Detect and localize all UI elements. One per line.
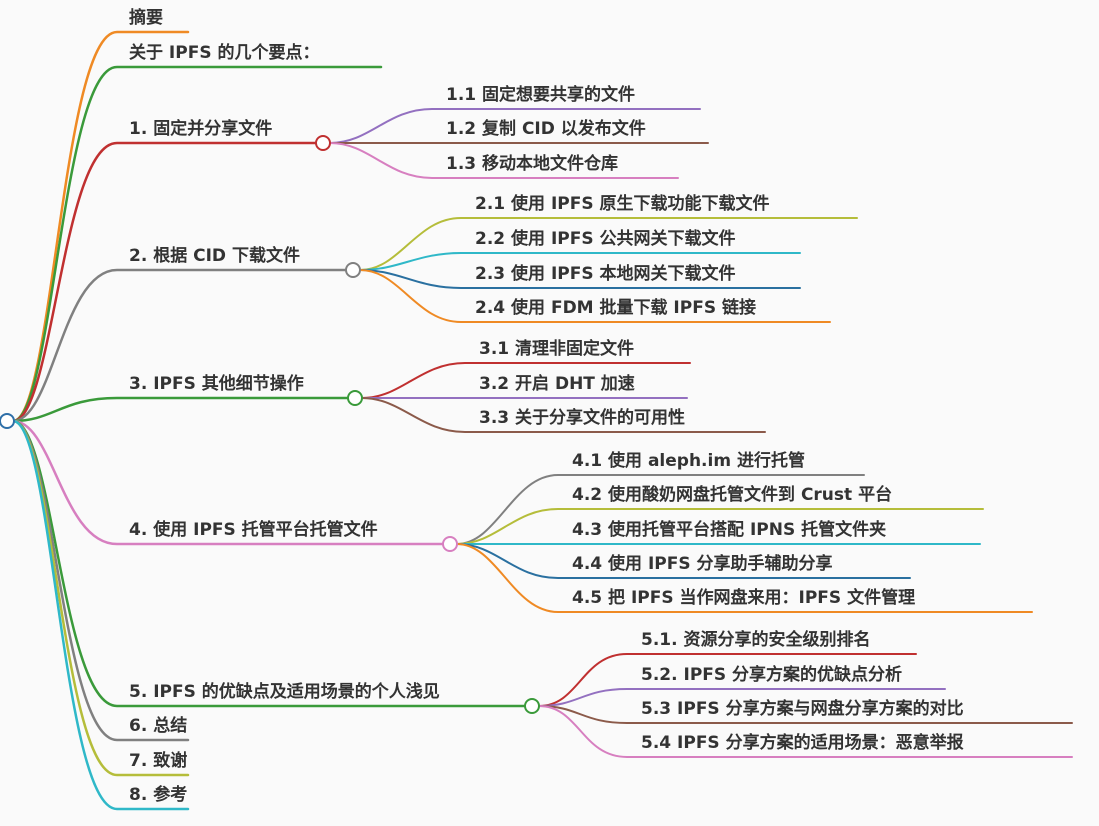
subtopic-node-n6-0[interactable]: 5.1. 资源分享的安全级别排名 — [641, 630, 871, 650]
topic-node-n3[interactable]: 2. 根据 CID 下载文件 — [129, 246, 300, 266]
subbranch-edge-n3-3 — [359, 269, 831, 323]
subtopic-node-n2-1[interactable]: 1.2 复制 CID 以发布文件 — [446, 119, 646, 139]
topic-node-n2[interactable]: 1. 固定并分享文件 — [129, 119, 273, 139]
subtopic-node-n5-0[interactable]: 4.1 使用 aleph.im 进行托管 — [572, 451, 805, 471]
subbranch-edge-n3-0 — [359, 217, 858, 271]
topic-node-n9[interactable]: 8. 参考 — [129, 785, 188, 805]
subtopic-node-n4-2[interactable]: 3.3 关于分享文件的可用性 — [479, 408, 686, 428]
subtopic-node-n3-0[interactable]: 2.1 使用 IPFS 原生下载功能下载文件 — [475, 194, 770, 214]
branch-edge-n9 — [11, 419, 190, 811]
branch-edge-n5 — [11, 419, 445, 546]
collapse-toggle-n5[interactable] — [442, 536, 458, 552]
subbranch-edge-n6-0 — [538, 653, 917, 707]
subtopic-node-n2-2[interactable]: 1.3 移动本地文件仓库 — [446, 154, 619, 174]
branch-edge-n3 — [11, 268, 348, 423]
collapse-toggle-n6[interactable] — [524, 698, 540, 714]
branch-edge-n6 — [11, 419, 527, 708]
subbranch-edge-n5-4 — [456, 543, 1033, 613]
subbranch-edge-n5-1 — [456, 508, 984, 545]
branch-edge-n4 — [11, 396, 350, 423]
subtopic-node-n5-2[interactable]: 4.3 使用托管平台搭配 IPNS 托管文件夹 — [572, 520, 887, 540]
subbranch-edge-n2-2 — [329, 142, 679, 179]
subtopic-node-n3-2[interactable]: 2.3 使用 IPFS 本地网关下载文件 — [475, 264, 736, 284]
topic-node-n8[interactable]: 7. 致谢 — [129, 751, 188, 771]
subbranch-edge-n3-2 — [359, 269, 801, 289]
subbranch-edge-n4-2 — [361, 397, 766, 433]
subtopic-node-n6-1[interactable]: 5.2. IPFS 分享方案的优缺点分析 — [641, 665, 903, 685]
topic-node-n0[interactable]: 摘要 — [129, 8, 163, 28]
collapse-toggle-n3[interactable] — [345, 262, 361, 278]
subtopic-node-n4-0[interactable]: 3.1 清理非固定文件 — [479, 339, 635, 359]
subbranch-edge-n4-0 — [361, 362, 691, 399]
topic-node-n5[interactable]: 4. 使用 IPFS 托管平台托管文件 — [129, 520, 378, 540]
root-node-toggle[interactable] — [0, 413, 15, 429]
subtopic-node-n2-0[interactable]: 1.1 固定想要共享的文件 — [446, 85, 636, 105]
collapse-toggle-n2[interactable] — [315, 135, 331, 151]
subtopic-node-n5-3[interactable]: 4.4 使用 IPFS 分享助手辅助分享 — [572, 554, 833, 574]
subtopic-node-n6-3[interactable]: 5.4 IPFS 分享方案的适用场景：恶意举报 — [641, 733, 964, 753]
topic-node-n4[interactable]: 3. IPFS 其他细节操作 — [129, 374, 304, 394]
branch-edge-n2 — [11, 141, 318, 423]
collapse-toggle-n4[interactable] — [347, 390, 363, 406]
subbranch-edge-n6-2 — [538, 705, 1073, 724]
subbranch-edge-n3-1 — [359, 252, 801, 271]
subtopic-node-n6-2[interactable]: 5.3 IPFS 分享方案与网盘分享方案的对比 — [641, 699, 964, 719]
branch-edge-n1 — [11, 65, 383, 423]
topic-node-n7[interactable]: 6. 总结 — [129, 716, 188, 736]
subtopic-node-n5-1[interactable]: 4.2 使用酸奶网盘托管文件到 Crust 平台 — [572, 485, 893, 505]
subbranch-edge-n6-3 — [538, 705, 1073, 758]
topic-node-n6[interactable]: 5. IPFS 的优缺点及适用场景的个人浅见 — [129, 682, 440, 702]
subbranch-edge-n5-0 — [456, 474, 865, 545]
subtopic-node-n3-1[interactable]: 2.2 使用 IPFS 公共网关下载文件 — [475, 229, 736, 249]
subbranch-edge-n6-1 — [538, 688, 946, 707]
subbranch-edge-n5-3 — [456, 543, 911, 579]
topic-node-n1[interactable]: 关于 IPFS 的几个要点： — [129, 43, 320, 63]
subtopic-node-n3-3[interactable]: 2.4 使用 FDM 批量下载 IPFS 链接 — [475, 298, 756, 318]
subtopic-node-n4-1[interactable]: 3.2 开启 DHT 加速 — [479, 374, 635, 394]
subtopic-node-n5-4[interactable]: 4.5 把 IPFS 当作网盘来用：IPFS 文件管理 — [572, 588, 916, 608]
subbranch-edge-n2-0 — [329, 108, 701, 144]
